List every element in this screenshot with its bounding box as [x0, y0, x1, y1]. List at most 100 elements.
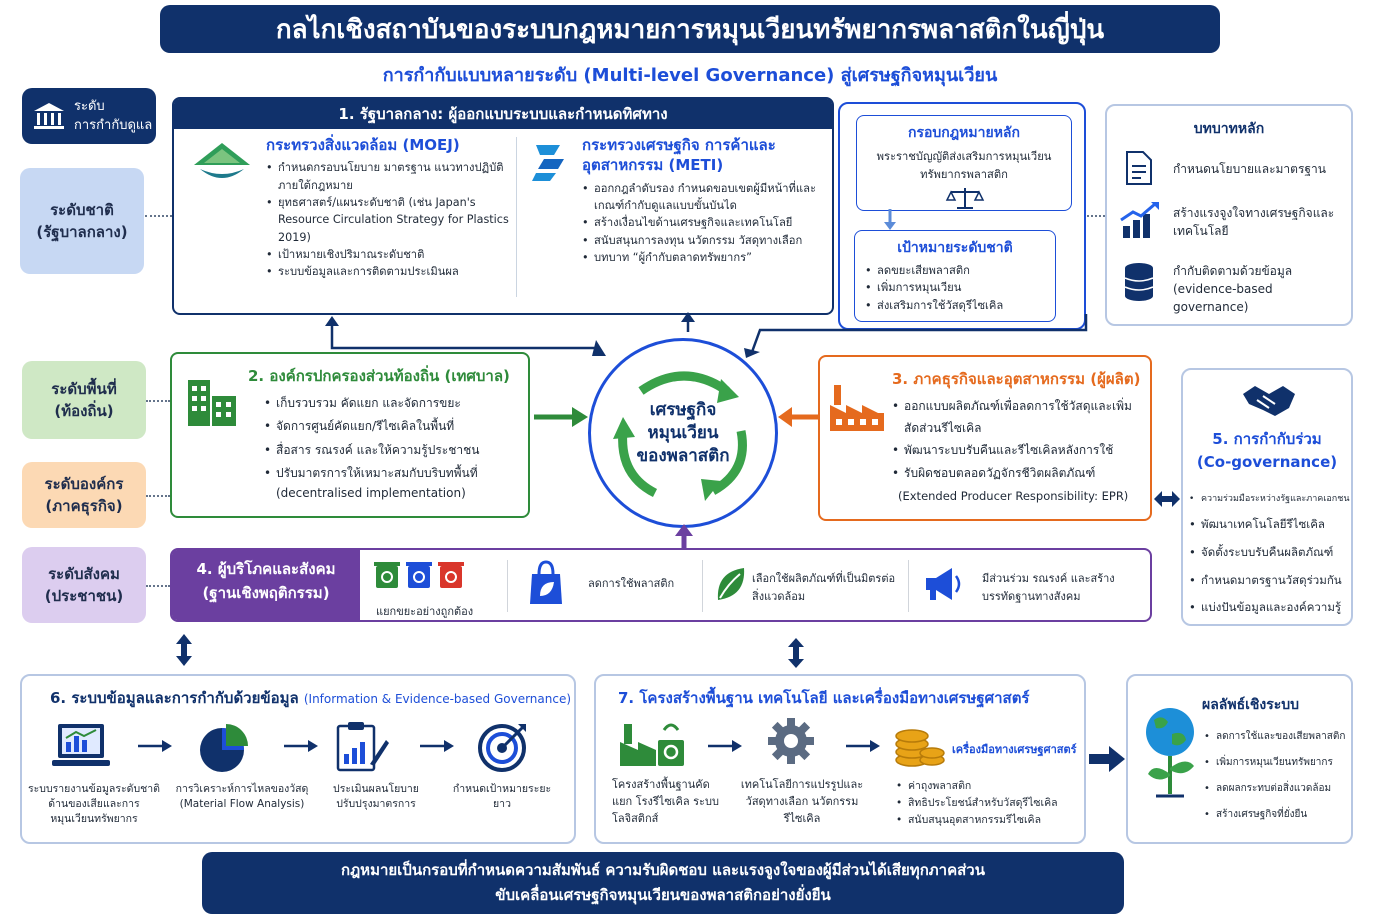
right-arrow: [1089, 746, 1125, 772]
handshake-icon: [1239, 380, 1299, 424]
local-item: สื่อสาร รณรงค์ และให้ความรู้ประชาชน: [264, 439, 526, 463]
recycling-plant-icon: [618, 718, 688, 772]
infrastructure-panel: 7. โครงสร้างพื้นฐาน เทคโนโลยี และเครื่อง…: [594, 674, 1086, 844]
level-header-line1: ระดับ: [74, 98, 105, 114]
infra-step: โครงสร้างพื้นฐานคัดแยก โรงรีไซเคิล ระบบโ…: [612, 778, 719, 826]
green-arrow: [534, 407, 588, 427]
hub-line1: เศรษฐกิจ: [649, 400, 717, 420]
moej-item: ยุทธศาสตร์/แผนระดับชาติ (เช่น Japan's Re…: [266, 194, 511, 246]
growth-chart-icon: [1119, 200, 1163, 244]
local-item: เก็บรวบรวม คัดแยก และจัดการขยะ: [264, 392, 526, 416]
econ-item: ค่าถุงพลาสติก: [896, 778, 1082, 795]
meti-item: ออกกฎลำดับรอง กำหนดขอบเขตผู้มีหน้าที่และ…: [582, 180, 827, 215]
outcome-item: สร้างเศรษฐกิจที่ยั่งยืน: [1204, 802, 1354, 828]
meti-item: สนับสนุนการลงทุน นวัตกรรม วัสดุทางเลือก: [582, 232, 827, 250]
information-title: 6. ระบบข้อมูลและการกำกับด้วยข้อมูล: [50, 689, 299, 707]
local-government-title: 2. องค์กรปกครองส่วนท้องถิ่น (เทศบาล): [248, 367, 510, 385]
connector-dots: [146, 400, 170, 402]
hub-line3: ของพลาสติก: [636, 445, 730, 466]
business-item: ออกแบบผลิตภัณฑ์เพื่อลดการใช้วัสดุและเพิ่…: [892, 395, 1146, 439]
meti-item: สร้างเงื่อนไขด้านเศรษฐกิจและเทคโนโลยี: [582, 214, 827, 232]
local-note: (decentralised implementation): [276, 486, 466, 500]
recycle-bins-icon: [372, 560, 468, 594]
level-national: ระดับชาติ(รัฐบาลกลาง): [20, 168, 144, 274]
meti-item: บทบาท “ผู้กำกับตลาดทรัพยากร”: [582, 249, 827, 267]
info-step: กำหนดเป้าหมายระยะยาว: [452, 783, 552, 811]
role-item: สร้างแรงจูงใจทางเศรษฐกิจและเทคโนโลยี: [1173, 206, 1335, 238]
level-org-line1: ระดับองค์กร: [44, 474, 124, 493]
information-title-en: (Information & Evidence-based Governance…: [303, 692, 572, 706]
pie-chart-icon: [198, 722, 250, 778]
level-org-line2: (ภาคธุรกิจ): [45, 497, 123, 515]
shopping-bag-icon: [528, 560, 564, 610]
right-arrow: [284, 740, 318, 752]
target-item: ส่งเสริมการใช้วัสดุรีไซเคิล: [865, 297, 1045, 315]
double-arrow: [1154, 491, 1180, 507]
right-arrow: [138, 740, 172, 752]
level-national-line2: (รัฐบาลกลาง): [36, 223, 128, 241]
cogovernance-subtitle: (Co-governance): [1196, 452, 1338, 471]
right-arrow: [708, 740, 742, 752]
outcomes-title: ผลลัพธ์เชิงระบบ: [1202, 697, 1300, 713]
moej-item: กำหนดกรอบนโยบาย มาตรฐาน แนวทางปฏิบัติภาย…: [266, 159, 511, 194]
document-icon: [1123, 150, 1155, 190]
footer-line1: กฎหมายเป็นกรอบที่กำหนดความสัมพันธ์ ความร…: [341, 861, 985, 879]
footer-line2: ขับเคลื่อนเศรษฐกิจหมุนเวียนของพลาสติกอย่…: [495, 885, 831, 904]
divider: [516, 137, 517, 297]
central-government-header: 1. รัฐบาลกลาง: ผู้ออกแบบระบบและกำหนดทิศท…: [174, 99, 832, 129]
divider: [702, 560, 703, 612]
policy-evaluation-icon: [334, 720, 390, 776]
consumers-subtitle: (ฐานเชิงพฤติกรรม): [202, 584, 330, 602]
econ-item: สนับสนุนอุตสาหกรรมรีไซเคิล: [896, 812, 1082, 829]
cogov-item: กำหนดมาตรฐานวัสดุร่วมกัน: [1189, 567, 1353, 595]
laptop-chart-icon: [50, 722, 112, 774]
down-arrow: [884, 209, 896, 230]
moej-logo-icon: [190, 139, 254, 193]
level-society: ระดับสังคม (ประชาชน): [22, 547, 146, 623]
connector-dots: [146, 495, 170, 497]
business-title: 3. ภาคธุรกิจและอุตสาหกรรม (ผู้ผลิต): [892, 370, 1141, 388]
moej-title: กระทรวงสิ่งแวดล้อม (MOEJ): [266, 136, 460, 154]
law-title: กรอบกฎหมายหลัก: [908, 125, 1020, 141]
connector-dots: [145, 215, 172, 217]
level-local: ระดับพื้นที่(ท้องถิ่น): [22, 361, 146, 439]
database-icon: [1123, 262, 1155, 306]
level-society-line1: ระดับสังคม: [48, 564, 120, 583]
econ-tools-title: เครื่องมือทางเศรษฐศาสตร์: [952, 743, 1077, 756]
target-item: ลดขยะเสียพลาสติก: [865, 262, 1045, 280]
divider: [507, 560, 508, 612]
meti-logo-icon: [530, 139, 570, 187]
cogov-item: แบ่งปันข้อมูลและองค์ความรู้: [1189, 594, 1353, 622]
footer-banner: กฎหมายเป็นกรอบที่กำหนดความสัมพันธ์ ความร…: [202, 852, 1124, 914]
role-item: กำหนดนโยบายและมาตรฐาน: [1173, 162, 1326, 176]
page-title: กลไกเชิงสถาบันของระบบกฎหมายการหมุนเวียนท…: [160, 5, 1220, 53]
law-box: กรอบกฎหมายหลัก พระราชบัญญัติส่งเสริมการห…: [856, 115, 1072, 211]
law-text: พระราชบัญญัติส่งเสริมการหมุนเวียนทรัพยาก…: [876, 150, 1052, 181]
megaphone-icon: [922, 566, 966, 606]
connector-dots: [1087, 215, 1105, 217]
info-step: ระบบรายงานข้อมูลระดับชาติด้านของเสียและก…: [28, 783, 160, 826]
right-arrow: [420, 740, 454, 752]
level-society-line2: (ประชาชน): [44, 587, 124, 605]
business-note: (Extended Producer Responsibility: EPR): [898, 489, 1129, 503]
moej-item: ระบบข้อมูลและการติดตามประเมินผล: [266, 263, 511, 281]
vertical-double-arrow: [788, 638, 804, 668]
local-item: ปรับมาตรการให้เหมาะสมกับบริบทพื้นที่: [264, 462, 526, 486]
info-step: การวิเคราะห์การไหลของวัสดุ (Material Flo…: [175, 783, 309, 811]
cogov-item: จัดตั้งระบบรับคืนผลิตภัณฑ์: [1189, 539, 1353, 567]
target-icon: [478, 720, 530, 776]
level-header-line2: การกำกับดูแล: [74, 118, 153, 133]
central-government-panel: 1. รัฐบาลกลาง: ผู้ออกแบบระบบและกำหนดทิศท…: [172, 97, 834, 315]
vertical-double-arrow: [176, 634, 192, 666]
consumers-panel: 4. ผู้บริโภคและสังคม (ฐานเชิงพฤติกรรม) แ…: [170, 548, 1152, 622]
cogovernance-title: 5. การกำกับร่วม: [1212, 430, 1322, 448]
business-panel: 3. ภาคธุรกิจและอุตสาหกรรม (ผู้ผลิต) ออกแ…: [818, 355, 1152, 521]
cogov-item: ความร่วมมือระหว่างรัฐและภาคเอกชน: [1189, 488, 1353, 512]
consumer-item: แยกขยะอย่างถูกต้อง: [376, 605, 474, 618]
level-org: ระดับองค์กร (ภาคธุรกิจ): [22, 462, 146, 528]
information-panel: 6. ระบบข้อมูลและการกำกับด้วยข้อมูล (Info…: [20, 674, 576, 844]
level-local-line1: ระดับพื้นที่: [51, 379, 117, 398]
infra-step: เทคโนโลยีการแปรรูปและวัสดุทางเลือก นวัตก…: [740, 778, 864, 826]
local-government-panel: 2. องค์กรปกครองส่วนท้องถิ่น (เทศบาล) เก็…: [170, 352, 530, 518]
divider: [908, 560, 909, 612]
